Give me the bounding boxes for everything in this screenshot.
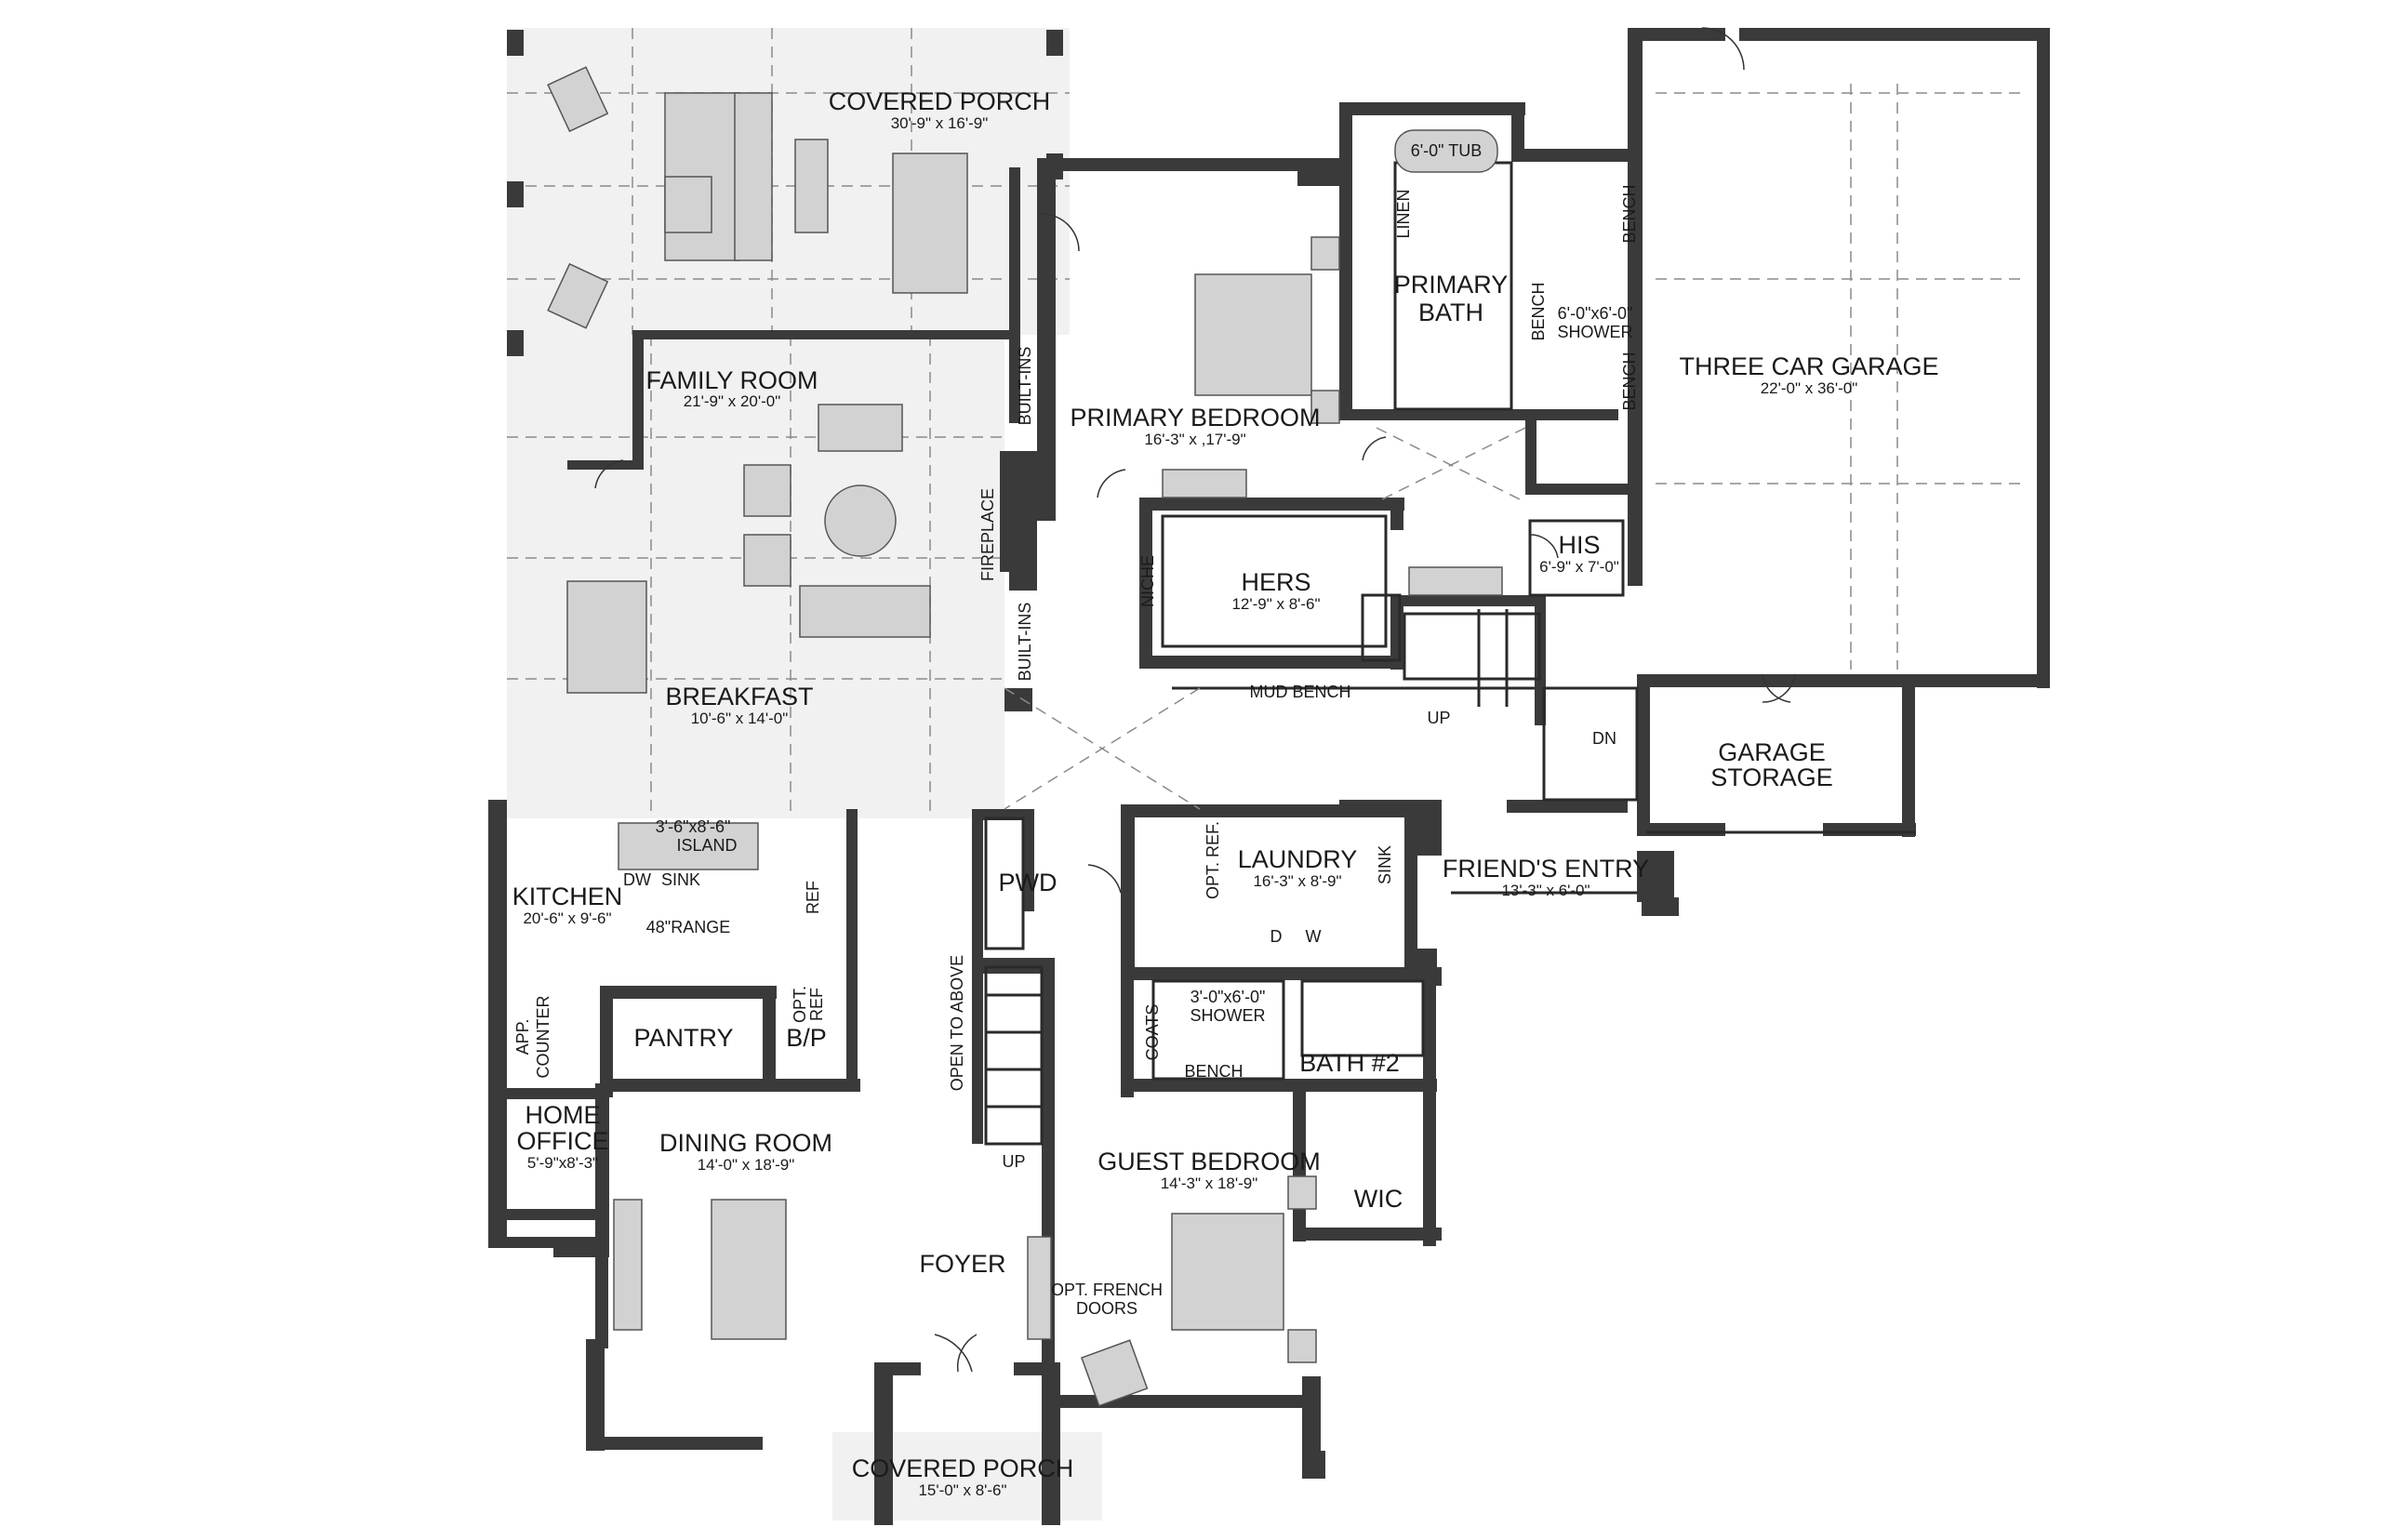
label-range: 48"RANGE — [646, 918, 730, 936]
furniture — [547, 66, 1503, 1407]
primary-bed — [1194, 273, 1312, 396]
label-covered-porch-front: COVERED PORCH — [852, 1454, 1074, 1482]
label-friends-entry: FRIEND'S ENTRY — [1443, 855, 1649, 883]
island — [618, 822, 759, 870]
label-his: HIS — [1558, 531, 1600, 559]
label-bath2: BATH #2 — [1299, 1049, 1400, 1077]
dims-three-car-garage: 22'-0" x 36'-0" — [1761, 379, 1858, 397]
dims-dining-room: 14'-0" x 18'-9" — [698, 1156, 795, 1174]
label-linen: LINEN — [1394, 189, 1413, 238]
label-app: APP. — [513, 1019, 532, 1055]
label-garage-storage-2: STORAGE — [1710, 763, 1833, 791]
label-shower-bath2-dims: 3'-0"x6'-0" — [1190, 988, 1266, 1006]
label-dw: DW — [623, 870, 651, 889]
stairs — [986, 609, 1509, 1109]
label-island: ISLAND — [676, 836, 737, 855]
label-sink-laundry: SINK — [1376, 845, 1394, 884]
label-tub: 6'-0" TUB — [1411, 141, 1483, 160]
label-primary-bath-1: PRIMARY — [1394, 271, 1509, 299]
label-dining-room: DINING ROOM — [659, 1129, 832, 1157]
label-dn: DN — [1592, 729, 1616, 748]
label-ref: REF — [804, 881, 822, 914]
label-ref-bp: REF — [807, 988, 826, 1021]
label-coats: COATS — [1143, 1004, 1162, 1061]
dims-family-room: 21'-9" x 20'-0" — [684, 392, 781, 410]
porch-dining-table — [892, 153, 968, 294]
dims-kitchen: 20'-6" x 9'-6" — [523, 909, 611, 927]
label-guest-bedroom: GUEST BEDROOM — [1097, 1148, 1321, 1175]
dims-his: 6'-9" x 7'-0" — [1539, 558, 1619, 576]
label-home-office-1: HOME — [525, 1101, 601, 1129]
label-built-ins-2: BUILT-INS — [1016, 603, 1034, 682]
doors — [594, 27, 1796, 1373]
label-dryer: D — [1270, 927, 1283, 946]
label-home-office-2: OFFICE — [517, 1127, 609, 1155]
label-doors: DOORS — [1076, 1299, 1137, 1318]
label-island-dims: 3'-6"x8'-6" — [656, 817, 731, 836]
breakfast-table — [566, 580, 647, 694]
family-coffee-table — [824, 485, 897, 557]
primary-tub — [1394, 129, 1498, 173]
family-sofa — [818, 404, 903, 452]
label-up-2: UP — [1002, 1152, 1025, 1171]
dims-home-office: 5'-9"x8'-3" — [527, 1154, 598, 1172]
label-bench-3: BENCH — [1620, 352, 1639, 410]
dims-covered-porch-front: 15'-0" x 8'-6" — [918, 1481, 1006, 1499]
label-three-car-garage: THREE CAR GARAGE — [1679, 352, 1938, 380]
dims-guest-bedroom: 14'-3" x 18'-9" — [1161, 1175, 1258, 1192]
label-opt-ref-laundry: OPT. REF. — [1204, 821, 1222, 899]
label-counter: COUNTER — [534, 996, 552, 1079]
dims-covered-porch-rear: 30'-9" x 16'-9" — [891, 114, 989, 132]
dims-laundry: 16'-3" x 8'-9" — [1253, 872, 1341, 890]
guest-bed — [1171, 1213, 1284, 1331]
label-mud-bench: MUD BENCH — [1249, 683, 1350, 701]
label-pwd: PWD — [999, 869, 1057, 896]
label-bench-1: BENCH — [1620, 184, 1639, 243]
label-kitchen: KITCHEN — [512, 883, 623, 910]
label-pantry: PANTRY — [633, 1024, 733, 1052]
label-garage-storage-1: GARAGE — [1718, 738, 1826, 766]
label-breakfast: BREAKFAST — [665, 683, 813, 710]
label-fireplace: FIREPLACE — [978, 488, 997, 581]
label-sink: SINK — [661, 870, 700, 889]
label-family-room: FAMILY ROOM — [645, 366, 818, 394]
label-primary-bedroom: PRIMARY BEDROOM — [1070, 404, 1320, 431]
label-covered-porch-rear: COVERED PORCH — [829, 87, 1051, 115]
label-niche: NICHE — [1138, 555, 1157, 607]
circulation-dashes — [1004, 84, 2028, 810]
dims-hers: 12'-9" x 8'-6" — [1231, 595, 1320, 613]
label-foyer: FOYER — [919, 1250, 1005, 1278]
label-bench-2: BENCH — [1529, 282, 1548, 340]
dims-primary-bedroom: 16'-3" x ,17'-9" — [1144, 431, 1245, 448]
label-bench-bath2: BENCH — [1184, 1062, 1243, 1081]
label-up-1: UP — [1427, 709, 1450, 727]
label-washer: W — [1306, 927, 1322, 946]
label-shower-primary-dims: 6'-0"x6'-0" — [1558, 304, 1633, 323]
label-hers: HERS — [1241, 568, 1310, 596]
dining-table — [711, 1199, 787, 1340]
label-bp: B/P — [786, 1024, 827, 1052]
label-opt-french: OPT. FRENCH — [1051, 1281, 1163, 1299]
label-open-to-above: OPEN TO ABOVE — [948, 955, 966, 1091]
label-opt-bp: OPT. — [791, 986, 809, 1023]
dims-breakfast: 10'-6" x 14'-0" — [691, 710, 789, 727]
label-wic: WIC — [1354, 1185, 1403, 1213]
label-primary-bath-2: BATH — [1418, 299, 1483, 326]
dims-friends-entry: 13'-3" x 6'-0" — [1501, 882, 1590, 899]
label-shower-bath2: SHOWER — [1190, 1006, 1266, 1025]
label-shower-primary: SHOWER — [1558, 323, 1633, 341]
label-built-ins-1: BUILT-INS — [1016, 347, 1034, 426]
partitions — [984, 161, 1916, 1146]
label-laundry: LAUNDRY — [1238, 845, 1358, 873]
